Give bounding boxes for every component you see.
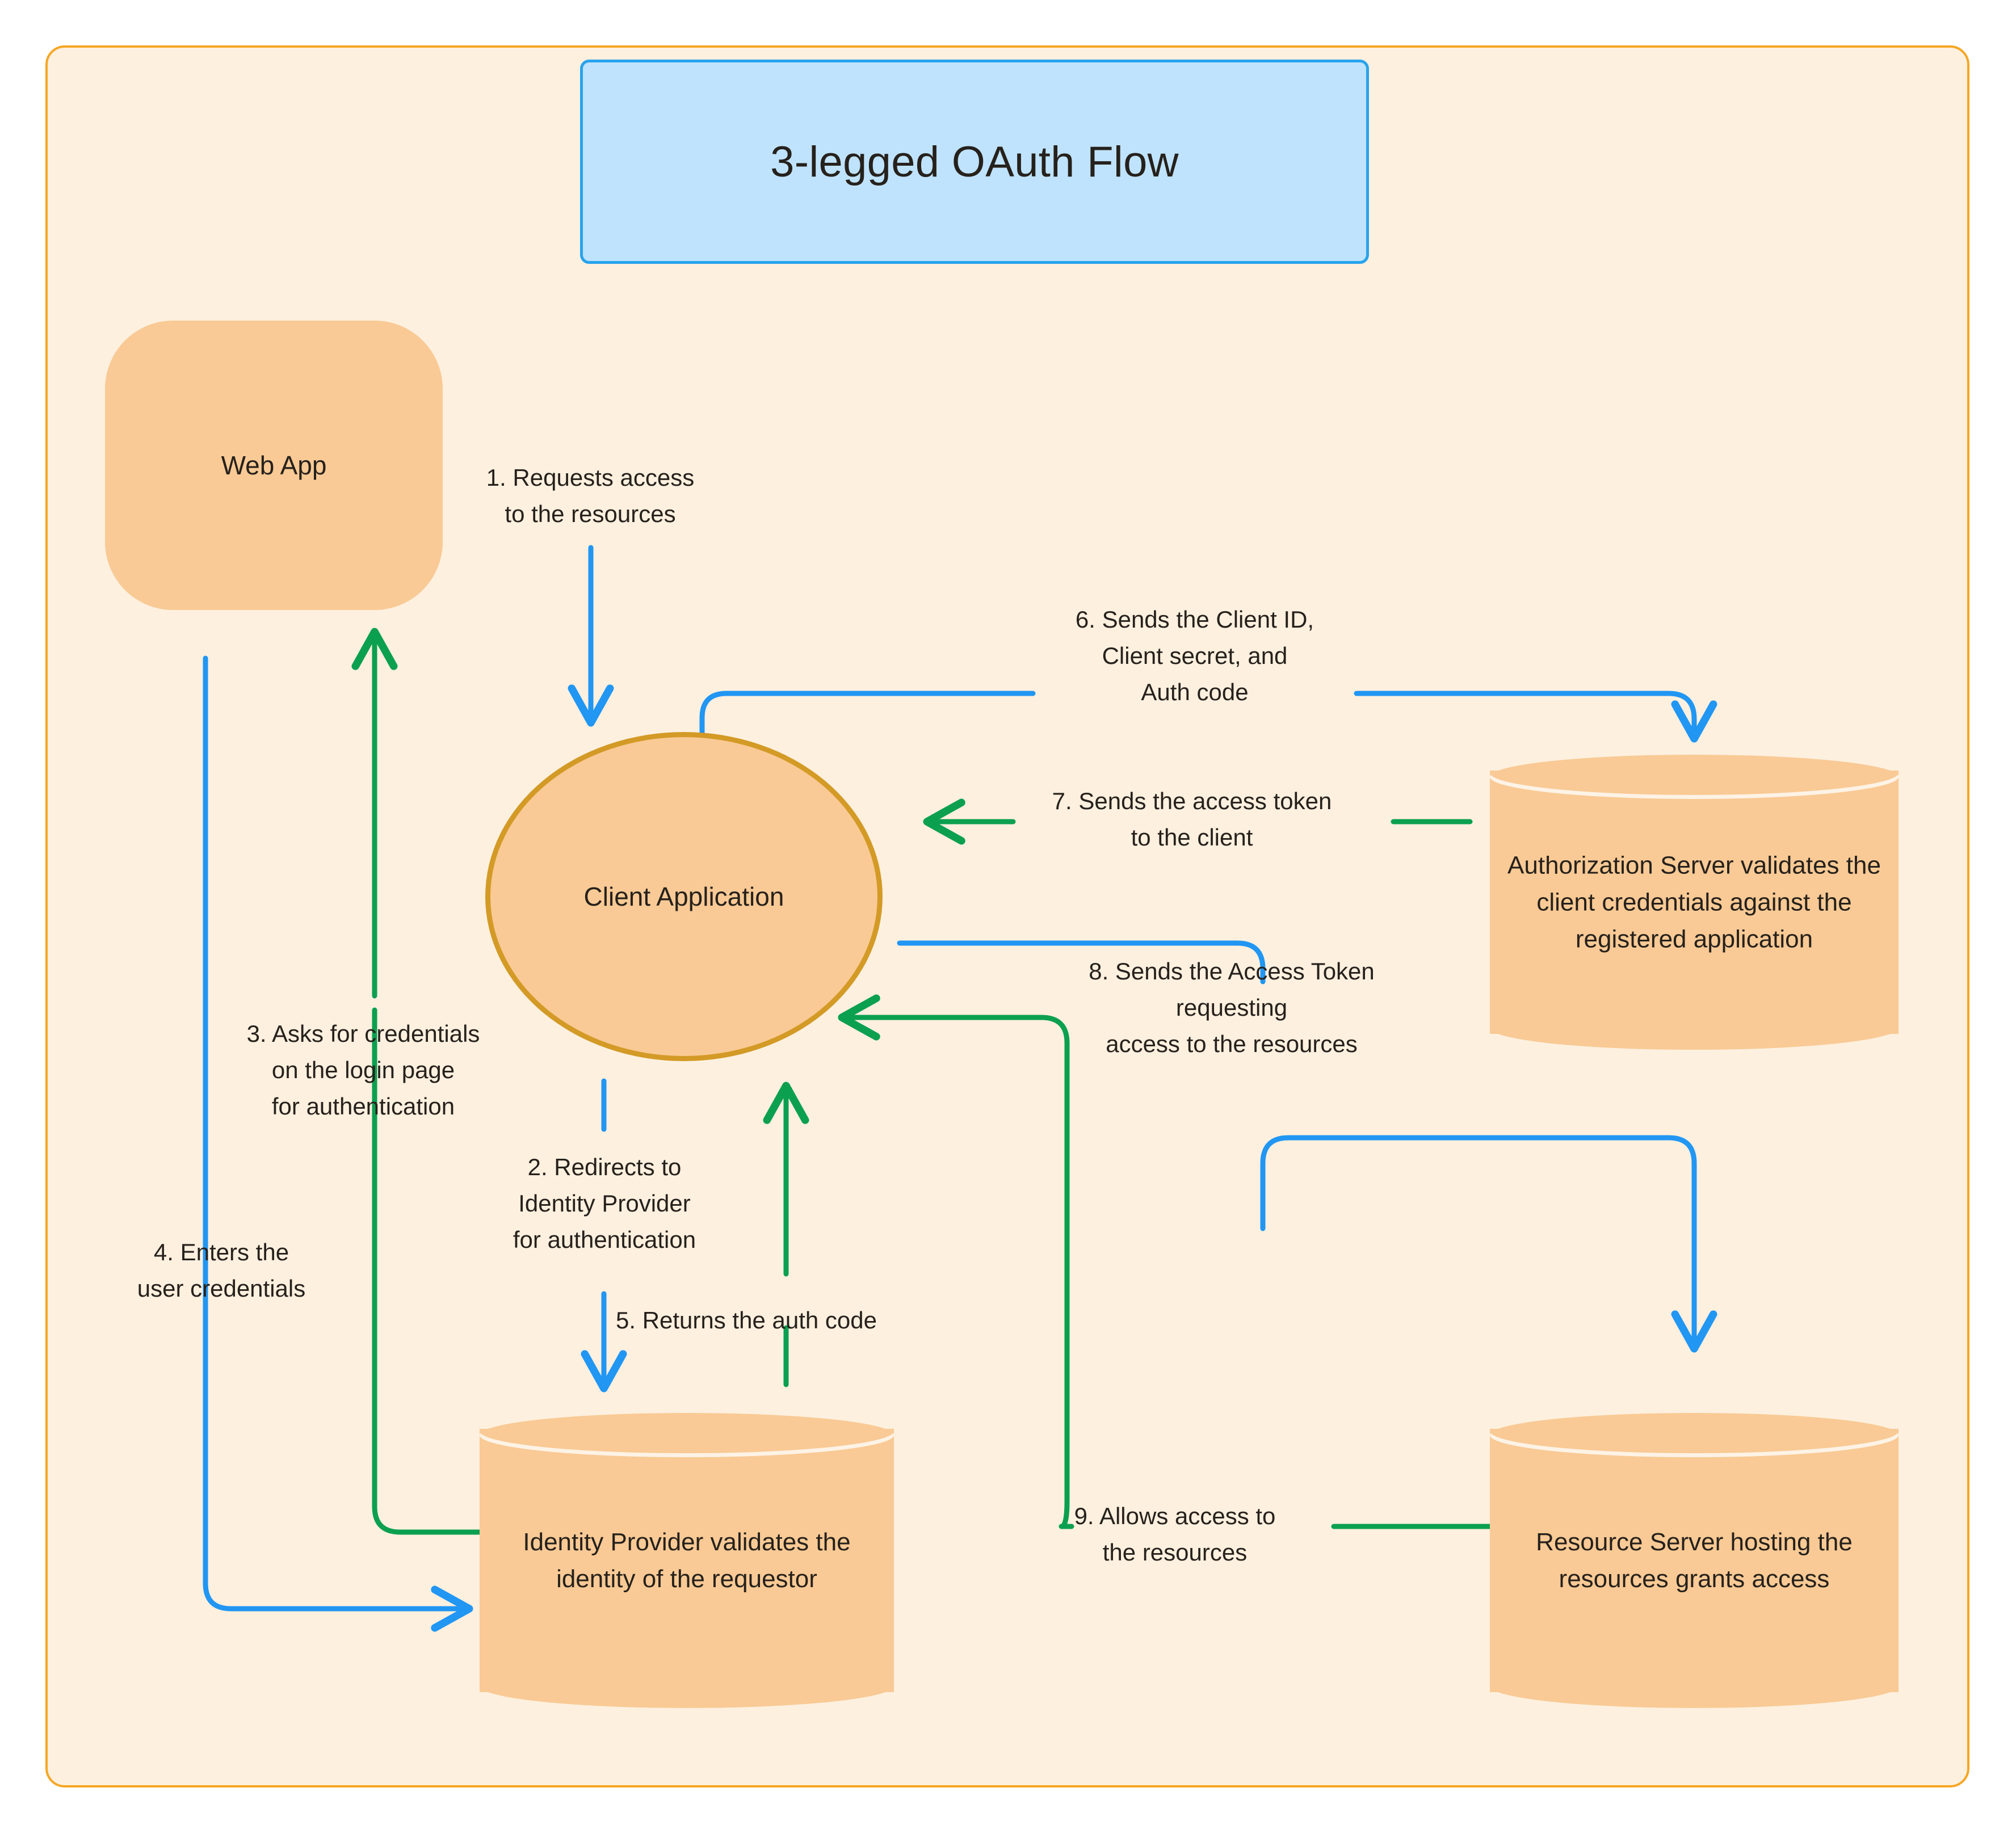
node-identity-provider[interactable]: Identity Provider validates the identity… [480, 1413, 894, 1708]
edge-label-step-2: 2. Redirects to Identity Provider for au… [513, 1154, 696, 1253]
edge-label-step-9: 9. Allows access to the resources [1074, 1503, 1276, 1566]
edge-label-step-4: 4. Enters the user credentials [137, 1239, 306, 1302]
cylinder-body [1490, 771, 1899, 1034]
cylinder-body [480, 1429, 894, 1692]
node-resource-server[interactable]: Resource Server hosting the resources gr… [1490, 1413, 1899, 1708]
cylinder-top [1490, 1413, 1899, 1457]
cylinder-top [480, 1413, 894, 1457]
node-client-application[interactable]: Client Application [485, 732, 883, 1061]
node-web-app-label: Web App [221, 451, 327, 480]
node-resource-server-label: Resource Server hosting the resources gr… [1536, 1528, 1853, 1593]
node-authorization-server-label: Authorization Server validates the clien… [1507, 851, 1881, 953]
node-authorization-server[interactable]: Authorization Server validates the clien… [1490, 755, 1899, 1050]
edge-label-step-8: 8. Sends the Access Token requesting acc… [1089, 958, 1375, 1057]
cylinder-body [1490, 1429, 1899, 1692]
cylinder-top [1490, 755, 1899, 799]
node-web-app[interactable]: Web App [105, 321, 443, 610]
edge-label-step-3: 3. Asks for credentials on the login pag… [246, 1020, 480, 1120]
diagram-title: 3-legged OAuth Flow [580, 60, 1369, 264]
node-client-application-label: Client Application [583, 882, 784, 911]
node-identity-provider-label: Identity Provider validates the identity… [523, 1528, 851, 1593]
edge-label-step-5: 5. Returns the auth code [616, 1307, 877, 1334]
edge-label-step-1: 1. Requests access to the resources [486, 464, 695, 527]
edge-label-step-6: 6. Sends the Client ID, Client secret, a… [1075, 606, 1314, 705]
edge-label-step-7: 7. Sends the access token to the client [1052, 788, 1332, 851]
